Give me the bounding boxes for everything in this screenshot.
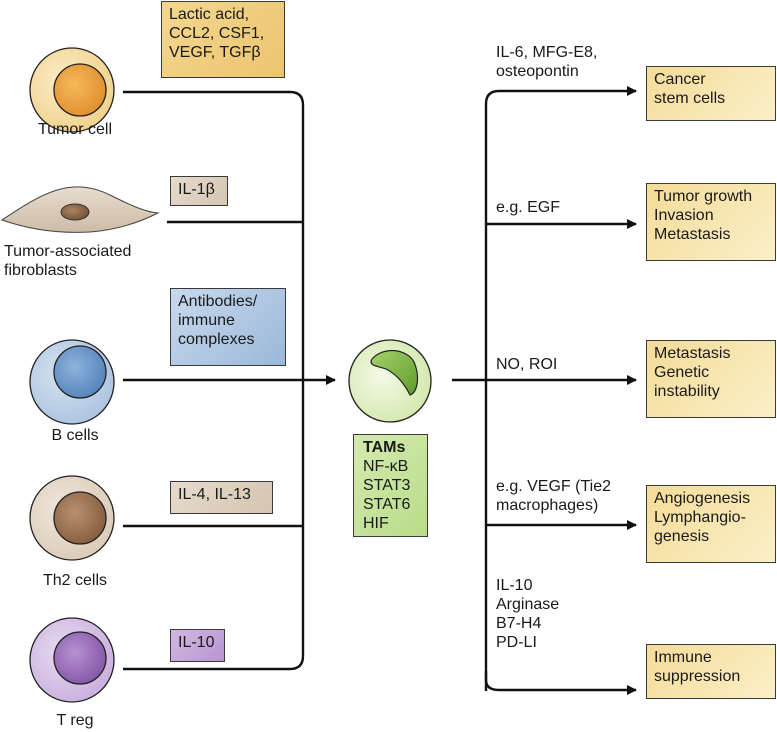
- outcome-line: Invasion: [654, 207, 714, 224]
- t-reg-label: T reg: [56, 712, 94, 729]
- outcome-line: instability: [654, 383, 720, 400]
- mediator-line: PD-LI: [496, 634, 537, 651]
- tam-factor: NF-κB: [363, 458, 409, 475]
- tam-cell-icon: [348, 339, 432, 423]
- fibroblast-icon: [0, 186, 160, 233]
- mediator-line: e.g. VEGF (Tie2: [496, 478, 611, 495]
- outcome-line: Cancer: [654, 71, 706, 88]
- b-cell-signal-line: immune: [178, 312, 235, 329]
- outcome-line: Genetic: [654, 364, 710, 381]
- th2-signal-box: IL-4, IL-13: [170, 481, 273, 514]
- outcome-line: Lymphangio-: [654, 509, 746, 526]
- b-cell-icon: [29, 339, 115, 425]
- outcome-tumor-growth: Tumor growth Invasion Metastasis: [646, 183, 776, 261]
- t-reg-cell-icon: [29, 617, 115, 703]
- b-cell-signal-line: complexes: [178, 331, 255, 348]
- metastasis-mediators: NO, ROI: [496, 355, 557, 374]
- outcome-line: genesis: [654, 528, 710, 545]
- outcome-line: Metastasis: [654, 226, 731, 243]
- mediator-line: e.g. EGF: [496, 199, 561, 216]
- outcome-cancer-stem-cells: Cancer stem cells: [646, 66, 776, 121]
- tumor-cell-icon: [29, 47, 115, 133]
- b-cell-signal-box: Antibodies/ immune complexes: [170, 288, 286, 366]
- mediator-line: NO, ROI: [496, 356, 558, 373]
- cancer-stem-cells-arrow: [484, 86, 637, 691]
- outcome-metastasis: Metastasis Genetic instability: [646, 340, 776, 418]
- th2-cell-icon: [29, 475, 115, 561]
- tam-factor: HIF: [363, 515, 389, 532]
- th2-cell-label: Th2 cells: [42, 572, 108, 589]
- b-cell-signal-line: Antibodies/: [178, 293, 258, 310]
- fibroblast-label: Tumor-associated fibroblasts: [4, 242, 131, 280]
- cancer-stem-mediators: IL-6, MFG-E8, osteopontin: [496, 43, 597, 81]
- mediator-line: osteopontin: [496, 63, 579, 80]
- tumor-signal-line: VEGF, TGFβ: [169, 44, 261, 61]
- outcome-line: Angiogenesis: [654, 490, 751, 507]
- outcome-line: suppression: [654, 668, 741, 685]
- tam-factor: STAT6: [363, 496, 411, 513]
- mediator-line: Arginase: [496, 596, 560, 613]
- immune-suppression-arrow: [484, 671, 637, 695]
- mediator-line: macrophages): [496, 497, 599, 514]
- outcome-line: Tumor growth: [654, 188, 753, 205]
- fibroblast-label-line: Tumor-associated: [4, 243, 132, 260]
- b-cell-label: B cells: [51, 427, 99, 444]
- t-reg-signal-box: IL-10: [170, 629, 225, 662]
- immune-suppression-mediators: IL-10 Arginase B7-H4 PD-LI: [496, 576, 559, 652]
- tumor-signal-line: CCL2, CSF1,: [169, 25, 265, 42]
- input-connectors: [123, 90, 336, 671]
- fibroblast-label-line: fibroblasts: [4, 262, 77, 279]
- th2-signal-text: IL-4, IL-13: [178, 486, 251, 503]
- mediator-line: B7-H4: [496, 615, 542, 632]
- outcome-line: Metastasis: [654, 345, 731, 362]
- tam-factor: STAT3: [363, 477, 411, 494]
- tam-title: TAMs: [363, 439, 406, 456]
- tumor-cell-label: Tumor cell: [37, 121, 113, 138]
- output-connectors: [452, 86, 637, 695]
- tumor-signal-box: Lactic acid, CCL2, CSF1, VEGF, TGFβ: [161, 1, 285, 78]
- outcome-line: Immune: [654, 649, 712, 666]
- fibroblast-signal-text: IL-1β: [178, 181, 215, 198]
- outcome-immune-suppression: Immune suppression: [646, 644, 776, 699]
- outcome-angiogenesis: Angiogenesis Lymphangio- genesis: [646, 485, 776, 563]
- t-reg-signal-text: IL-10: [178, 634, 215, 651]
- tumor-signal-line: Lactic acid,: [169, 6, 250, 23]
- tam-factor-box: TAMs NF-κB STAT3 STAT6 HIF: [353, 434, 428, 537]
- outcome-line: stem cells: [654, 90, 726, 107]
- angiogenesis-mediators: e.g. VEGF (Tie2 macrophages): [496, 477, 611, 515]
- tumor-growth-mediators: e.g. EGF: [496, 198, 560, 217]
- mediator-line: IL-10: [496, 577, 533, 594]
- mediator-line: IL-6, MFG-E8,: [496, 44, 598, 61]
- fibroblast-signal-box: IL-1β: [170, 176, 228, 206]
